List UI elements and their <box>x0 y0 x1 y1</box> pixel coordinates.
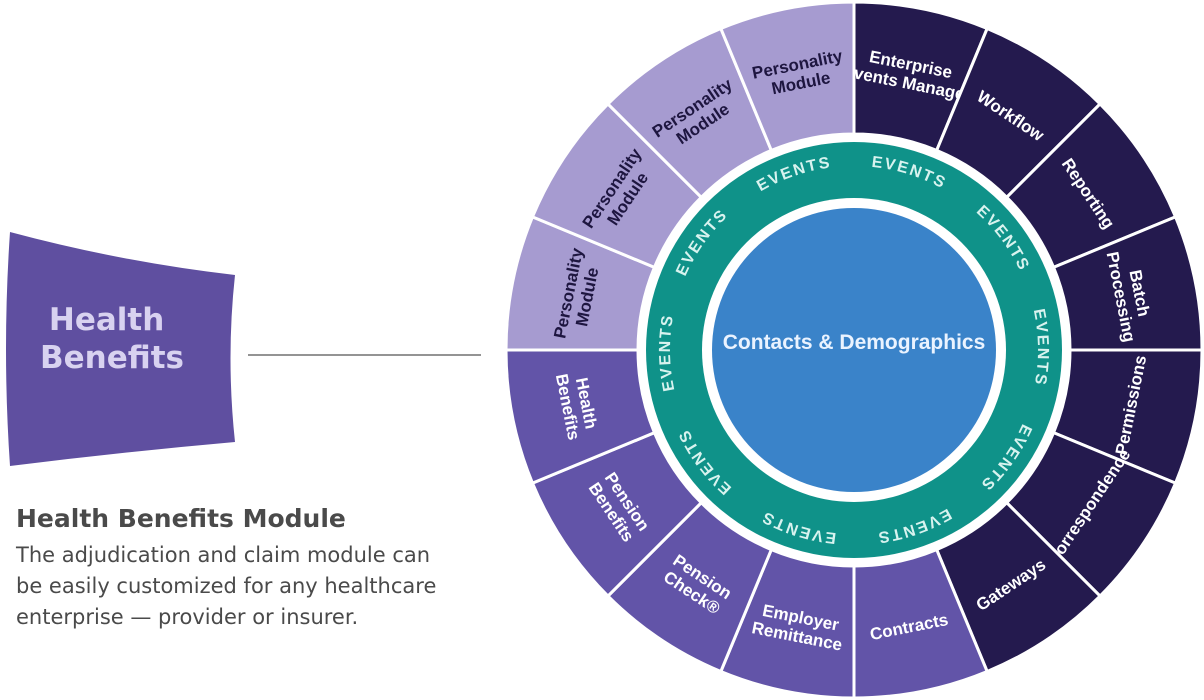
health-benefits-block-shape <box>6 232 235 466</box>
wheel-segment[interactable]: PersonalityModule <box>530 101 704 270</box>
health-benefits-block[interactable]: Health Benefits <box>6 232 235 466</box>
wheel-segments: EnterpriseEvents ManagerWorkflowReportin… <box>504 0 1204 700</box>
wheel-segment-shape <box>718 0 856 153</box>
module-description: Health Benefits Module The adjudication … <box>16 504 456 633</box>
wheel-segment[interactable]: PensionCheck® <box>605 500 774 674</box>
health-benefits-block-label: Health Benefits <box>40 302 184 376</box>
description-body: The adjudication and claim module can be… <box>16 543 437 629</box>
health-benefits-label-line-1: Health <box>49 302 164 338</box>
wheel-segment[interactable]: EmployerRemittance <box>718 547 856 700</box>
wheel-segment-label: EmployerRemittance <box>750 599 847 654</box>
wheel-segment[interactable]: EnterpriseEvents Manager <box>841 0 990 153</box>
wheel-segment[interactable]: Correspondence <box>1004 430 1178 599</box>
health-benefits-label-line-2: Benefits <box>40 340 184 376</box>
wheel-segment[interactable]: Gateways <box>934 500 1103 674</box>
wheel-segment[interactable]: Workflow <box>934 26 1103 200</box>
wheel-segment[interactable]: PensionBenefits <box>530 430 704 599</box>
wheel-segment[interactable]: PersonalityModule <box>504 214 657 352</box>
center-hub-label: Contacts & Demographics <box>723 331 986 354</box>
events-ring-label: EVENTS <box>1030 308 1051 388</box>
description-title: Health Benefits Module <box>16 504 346 533</box>
wheel-segment[interactable]: PersonalityModule <box>605 26 774 200</box>
wheel-segment[interactable]: PersonalityModule <box>718 0 856 153</box>
center-hub-circle <box>712 208 996 492</box>
wheel-segment[interactable]: Reporting <box>1004 101 1178 270</box>
center-hub: Contacts & Demographics <box>712 208 996 492</box>
